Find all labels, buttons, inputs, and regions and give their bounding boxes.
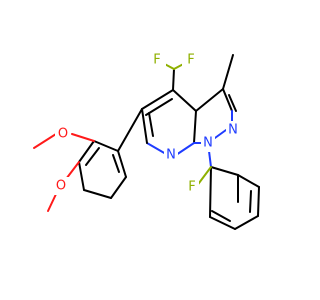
bond-double	[249, 190, 252, 213]
fluorine-atom-label: F	[188, 180, 195, 195]
bond-double	[112, 154, 120, 173]
label-background	[148, 51, 166, 69]
label-background	[182, 51, 200, 69]
molecule-svg: F F N N N F O O	[0, 0, 300, 300]
bond	[110, 176, 127, 199]
bond-double	[228, 94, 237, 112]
bond	[78, 140, 95, 163]
bond	[117, 108, 143, 152]
label-background	[53, 177, 69, 195]
diagram-background	[0, 0, 300, 300]
bond	[257, 186, 260, 217]
bond	[141, 108, 148, 144]
nitrogen-atom-label: N	[203, 136, 213, 151]
bond-double	[211, 210, 231, 222]
bond	[237, 174, 260, 188]
nitrogen-atom-label: N	[228, 123, 238, 138]
label-background	[226, 121, 240, 139]
atom-label-layer: F F N N N F O O	[53, 51, 240, 196]
bond-oxygen	[33, 133, 57, 149]
bond	[172, 89, 197, 112]
oxygen-atom-label: O	[56, 179, 66, 194]
bond	[172, 68, 175, 91]
bond-double	[145, 98, 173, 116]
bond	[195, 88, 224, 112]
bond	[78, 161, 85, 191]
oxygen-atom-label: O	[58, 127, 68, 142]
bond-nitrogen	[175, 142, 195, 156]
nitrogen-atom-label: N	[166, 148, 176, 163]
bond	[83, 189, 112, 199]
bond	[93, 140, 119, 152]
label-background	[201, 134, 215, 152]
bond-layer	[33, 54, 260, 230]
label-background	[185, 178, 199, 196]
label-background	[55, 125, 71, 143]
bond	[117, 150, 127, 178]
bond	[141, 89, 174, 110]
bond-nitrogen	[146, 142, 167, 155]
bond-double	[148, 112, 154, 137]
bond	[222, 88, 233, 112]
bond	[193, 110, 197, 144]
bond	[209, 216, 236, 230]
bond-oxygen	[71, 133, 95, 142]
molecule-diagram: F F N N N F O O	[0, 0, 300, 300]
bond-oxygen	[47, 191, 58, 212]
bond	[209, 166, 212, 218]
label-background	[164, 146, 178, 164]
fluorine-atom-label: F	[153, 53, 160, 68]
bond-methyl	[222, 54, 234, 90]
bond	[210, 166, 239, 176]
bond	[234, 215, 259, 230]
fluorine-atom-label: F	[187, 53, 194, 68]
bond-double	[85, 147, 100, 166]
